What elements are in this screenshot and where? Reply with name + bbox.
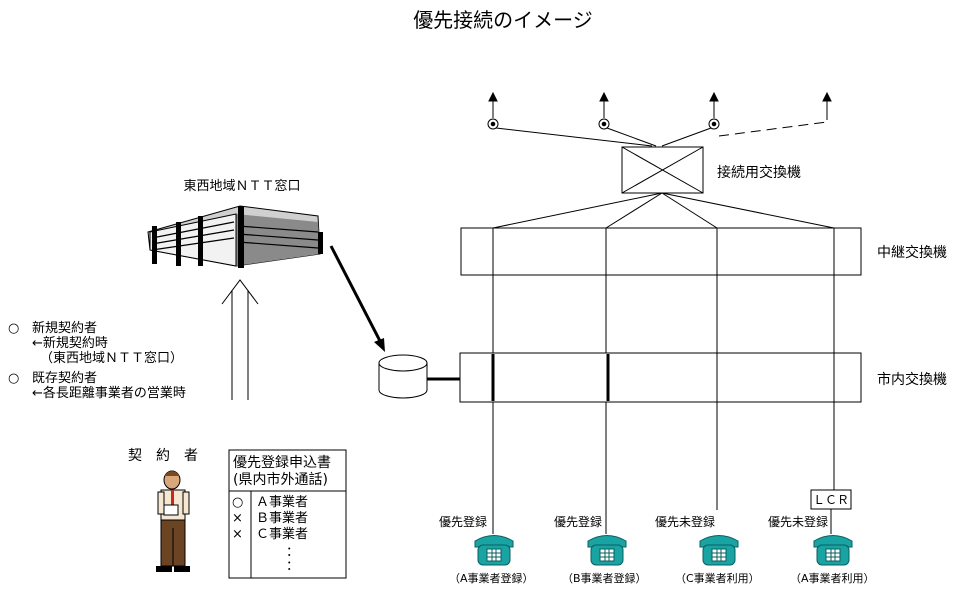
form-row-label: Ｂ事業者 xyxy=(256,510,308,526)
phone-status-label: 優先登録 xyxy=(554,514,602,529)
phone-carrier-label: （B事業者登録） xyxy=(562,571,647,585)
form-subtitle: (県内市外通話) xyxy=(233,471,328,488)
phone-2: 優先登録 （B事業者登録） xyxy=(554,514,647,585)
ntt-window-label: 東西地域ＮＴＴ窓口 xyxy=(183,178,300,194)
antenna-icon xyxy=(598,91,610,130)
fanout-lines xyxy=(492,192,835,229)
antenna-icon xyxy=(487,91,499,130)
phone-status-label: 優先未登録 xyxy=(768,514,828,529)
antenna-group xyxy=(487,91,832,147)
database-icon xyxy=(378,354,428,399)
phone-carrier-label: （A事業者登録） xyxy=(449,571,534,585)
form-mark: × xyxy=(232,511,243,526)
telephone-icon xyxy=(474,535,514,566)
connection-exchange-label: 接続用交換機 xyxy=(717,164,801,181)
phone-carrier-label: （A事業者利用） xyxy=(790,572,875,585)
form-row-label: Ｃ事業者 xyxy=(256,526,308,542)
phone-status-label: 優先登録 xyxy=(439,514,487,529)
building-icon xyxy=(147,205,323,268)
antenna-link xyxy=(606,127,657,147)
telephone-icon xyxy=(813,535,853,566)
telephone-icon xyxy=(699,535,739,566)
note-line: ←各長距離事業者の営業時 xyxy=(32,385,186,401)
relay-exchange-box xyxy=(460,227,862,276)
phone-status-label: 優先未登録 xyxy=(655,514,715,529)
relay-exchange-label: 中継交換機 xyxy=(877,244,947,261)
person-icon xyxy=(156,470,190,572)
contractor-label: 契 約 者 xyxy=(128,448,198,464)
note-line: ←新規契約時 xyxy=(32,335,108,351)
note-line: （東西地域ＮＴＴ窓口） xyxy=(40,350,183,366)
dashed-antenna-icon xyxy=(718,91,832,137)
note-bullet: ○ xyxy=(8,321,19,336)
hollow-up-arrow xyxy=(221,279,259,400)
telephone-icon xyxy=(587,535,627,566)
trunk-lines xyxy=(492,228,835,534)
lcr-label: ＬＣＲ xyxy=(813,493,849,507)
form-mark: ○ xyxy=(232,495,243,510)
local-exchange-box xyxy=(459,352,862,403)
note-bullet: ○ xyxy=(8,371,19,386)
connection-exchange xyxy=(621,146,704,194)
form-title: 優先登録申込書 xyxy=(233,455,331,471)
form-mark: × xyxy=(232,527,243,542)
form-row-label: Ａ事業者 xyxy=(256,494,308,510)
antenna-link xyxy=(661,127,712,147)
form-ellipsis: ： xyxy=(286,545,299,560)
phone-4: 優先未登録 （A事業者利用） xyxy=(768,514,875,585)
antenna-icon xyxy=(708,91,720,130)
form-ellipsis: ： xyxy=(286,559,299,574)
note-line: 新規契約者 xyxy=(32,320,97,336)
phone-1: 優先登録 （A事業者登録） xyxy=(439,514,534,585)
phone-carrier-label: （C事業者利用） xyxy=(675,572,760,585)
notes: ○ 新規契約者 ←新規契約時 （東西地域ＮＴＴ窓口） ○ 既存契約者 ←各長距離… xyxy=(8,320,186,401)
bold-arrow xyxy=(329,245,385,352)
note-line: 既存契約者 xyxy=(32,371,97,386)
antenna-link xyxy=(495,127,653,147)
local-exchange-label: 市内交換機 xyxy=(877,371,947,388)
diagram-title: 優先接続のイメージ xyxy=(413,8,593,32)
phone-3: 優先未登録 （C事業者利用） xyxy=(655,514,760,585)
application-form: 優先登録申込書 (県内市外通話) ○ Ａ事業者 × Ｂ事業者 × Ｃ事業者 ： … xyxy=(228,449,347,579)
